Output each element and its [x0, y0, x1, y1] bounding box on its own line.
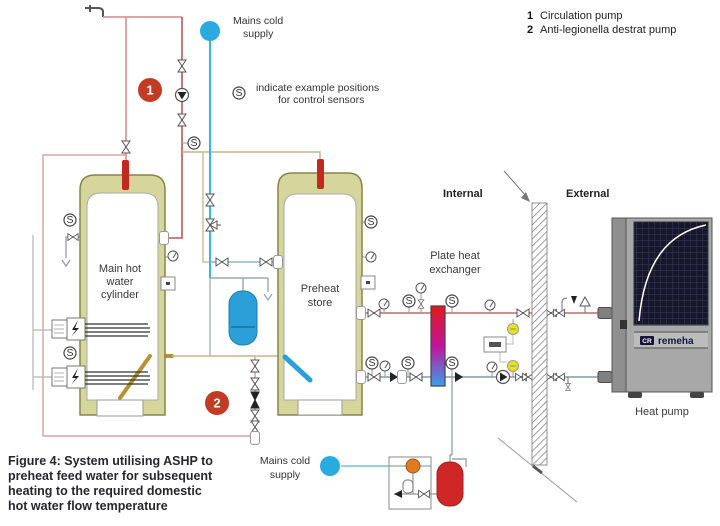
immersion-element-top	[122, 160, 129, 190]
svg-text:preheat feed water for subsequ: preheat feed water for subsequent	[8, 469, 213, 483]
immersion-element-top	[317, 159, 324, 189]
figure-caption: Figure 4: System utilising ASHP to prehe…	[8, 454, 213, 513]
immersion-heater-2	[51, 365, 150, 389]
svg-text:cylinder: cylinder	[101, 289, 139, 301]
pipe-cold-feed-drop	[449, 377, 467, 467]
plate-hx-label: Plate heat	[430, 250, 480, 262]
heat-pump-grille	[633, 221, 709, 326]
internal-external-wall	[497, 170, 578, 503]
performance-curve	[638, 224, 707, 322]
svg-text:heating to the required domest: heating to the required domestic	[8, 484, 202, 498]
preheat-store: Preheat store	[273, 159, 377, 416]
mains-cold-dot	[320, 456, 340, 476]
svg-text:indicate example positions: indicate example positions	[256, 82, 379, 94]
heat-pump-unit: CR remeha Heat pump	[611, 217, 713, 418]
brand-logo-mark	[640, 336, 654, 345]
svg-text:exchanger: exchanger	[429, 264, 481, 276]
svg-text:supply: supply	[270, 469, 301, 481]
preheat-store-label: Preheat	[301, 283, 340, 295]
tap-icon	[85, 5, 104, 17]
inlet-control-group	[388, 456, 432, 510]
relief-valve-icon	[579, 295, 591, 307]
relief-valve-body	[402, 479, 414, 494]
brand-name: remeha	[658, 336, 694, 347]
pump-icon	[390, 372, 398, 382]
svg-text:supply: supply	[243, 28, 274, 40]
marker-pump-1: 1	[138, 78, 162, 102]
section-line-tick	[532, 464, 543, 475]
svg-text:for control sensors: for control sensors	[278, 94, 364, 106]
pipe-preheat-top	[182, 151, 321, 161]
legend-num-1: 1	[527, 10, 533, 22]
svg-text:water: water	[106, 276, 134, 288]
expansion-vessel-red	[436, 461, 464, 507]
pipe-hot-riser	[169, 17, 183, 239]
vent-arrow	[571, 296, 577, 304]
brand-plate: CR remeha	[634, 331, 708, 349]
foot	[628, 392, 642, 398]
mains-cold-dot	[200, 21, 220, 41]
foot	[690, 392, 704, 398]
expansion-vessel-blue	[228, 290, 258, 346]
marker-pump-2: 2	[205, 391, 229, 415]
legend-label-1: Circulation pump	[540, 10, 623, 22]
pump-icon	[455, 372, 463, 382]
pipe-destrat-loop	[42, 154, 255, 437]
store-base	[297, 399, 343, 416]
main-hot-water-cylinder: Main hot water cylinder	[51, 160, 179, 417]
immersion-wiring	[32, 235, 52, 390]
zone-external-label: External	[566, 188, 609, 200]
relief-discharge	[61, 236, 80, 268]
svg-text:CR: CR	[642, 338, 652, 345]
cylinder-base	[96, 399, 144, 417]
zone-internal-label: Internal	[443, 188, 483, 200]
pressure-reducing-valve	[405, 458, 421, 474]
coil-pipe	[118, 354, 152, 400]
three-way-valve	[205, 218, 221, 232]
plate-heat-exchanger: Plate heat exchanger	[429, 250, 481, 387]
main-cylinder-label: Main hot	[99, 263, 141, 275]
heat-pump-label: Heat pump	[635, 406, 689, 418]
check-arrow	[394, 490, 402, 498]
legend-num-2: 2	[527, 24, 533, 36]
svg-text:Figure 4: System utilising ASH: Figure 4: System utilising ASHP to	[8, 454, 213, 468]
feed-diffuser-pipe	[282, 354, 313, 383]
svg-text:hot water flow temperature: hot water flow temperature	[8, 499, 168, 513]
hx-control-box	[483, 336, 507, 353]
sensor-note: indicate example positions for control s…	[232, 82, 379, 106]
legend: 1 Circulation pump 2 Anti-legionella des…	[527, 10, 676, 36]
svg-text:store: store	[308, 297, 332, 309]
legend-label-2: Anti-legionella destrat pump	[540, 24, 676, 36]
wall-pointer-arrow	[521, 192, 530, 202]
lightning-icon	[71, 320, 79, 337]
lightning-icon	[71, 368, 79, 385]
tundish-arrow	[263, 293, 273, 302]
mains-cold-bottom: Mains cold supply	[260, 455, 340, 481]
immersion-heater-1	[51, 317, 150, 341]
svg-text:1: 1	[146, 83, 153, 98]
valves-and-instruments	[63, 59, 613, 445]
svg-text:2: 2	[213, 396, 220, 411]
svg-text:Mains cold: Mains cold	[233, 15, 283, 27]
mains-cold-top: Mains cold supply	[200, 15, 283, 41]
svg-text:Mains cold: Mains cold	[260, 455, 310, 467]
